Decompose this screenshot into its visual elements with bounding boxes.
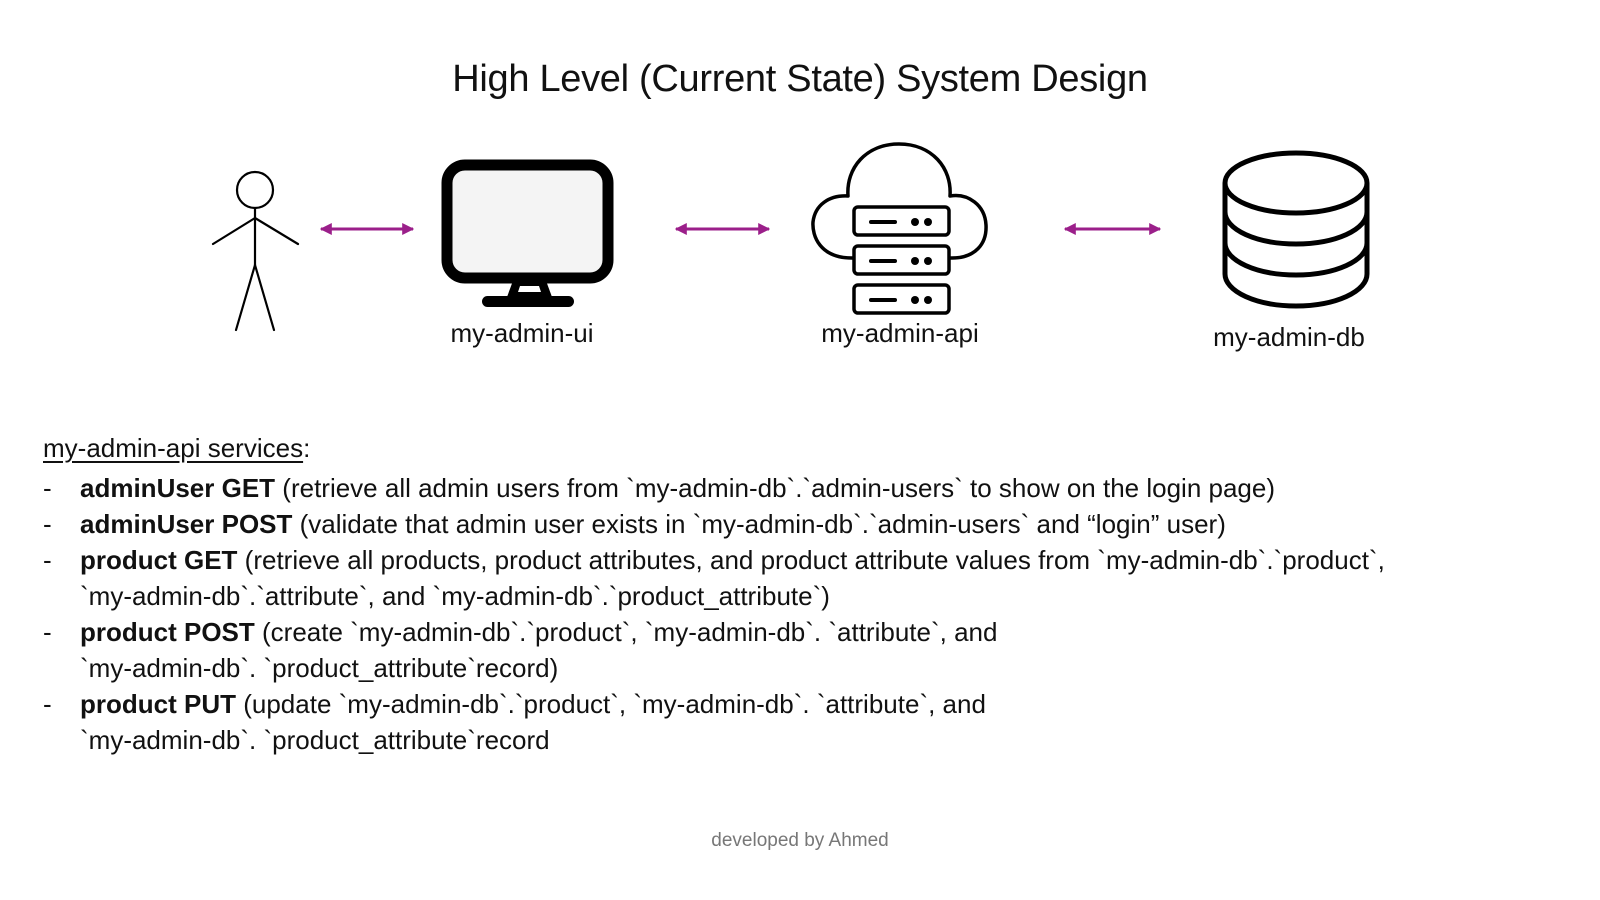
service-name: product PUT	[80, 689, 236, 719]
bullet-dash: -	[43, 509, 52, 539]
footer-credit: developed by Ahmed	[711, 830, 889, 851]
architecture-diagram	[211, 142, 1370, 332]
bullet-dash: -	[43, 473, 52, 503]
page-title: High Level (Current State) System Design	[452, 58, 1148, 100]
service-description: (retrieve all admin users from `my-admin…	[275, 473, 1275, 503]
service-description: (create `my-admin-db`.`product`, `my-adm…	[254, 617, 998, 647]
service-name: product GET	[80, 545, 238, 575]
service-item-product-get: - product GET (retrieve all products, pr…	[43, 542, 1583, 614]
bullet-dash: -	[43, 545, 52, 575]
service-description-continued: `my-admin-db`.`attribute`, and `my-admin…	[80, 581, 830, 611]
service-description: (retrieve all products, product attribut…	[237, 545, 1385, 575]
services-heading-colon: :	[303, 433, 311, 463]
service-name: adminUser POST	[80, 509, 293, 539]
service-item-adminuser-get: - adminUser GET (retrieve all admin user…	[43, 470, 1583, 506]
services-heading: my-admin-api services:	[43, 430, 1583, 466]
service-item-product-post: - product POST (create `my-admin-db`.`pr…	[43, 614, 1583, 686]
service-item-product-put: - product PUT (update `my-admin-db`.`pro…	[43, 686, 1583, 758]
node-label-my-admin-api: my-admin-api	[821, 318, 979, 348]
service-description-continued: `my-admin-db`. `product_attribute`record…	[80, 653, 559, 683]
service-description-continued: `my-admin-db`. `product_attribute`record	[80, 725, 550, 755]
service-name: product POST	[80, 617, 255, 647]
service-description: (validate that admin user exists in `my-…	[292, 509, 1226, 539]
node-label-my-admin-ui: my-admin-ui	[450, 318, 594, 348]
services-heading-text: my-admin-api services	[43, 433, 304, 463]
node-label-my-admin-db: my-admin-db	[1213, 322, 1365, 352]
bullet-dash: -	[43, 617, 52, 647]
bullet-dash: -	[43, 689, 52, 719]
service-name: adminUser GET	[80, 473, 276, 503]
cloud-server-icon	[811, 142, 988, 315]
service-description: (update `my-admin-db`.`product`, `my-adm…	[236, 689, 986, 719]
service-item-adminuser-post: - adminUser POST (validate that admin us…	[43, 506, 1583, 542]
services-section: my-admin-api services: - adminUser GET (…	[43, 430, 1583, 758]
monitor-icon	[441, 159, 614, 307]
stick-figure-user-icon	[211, 170, 300, 332]
database-icon	[1222, 150, 1370, 309]
